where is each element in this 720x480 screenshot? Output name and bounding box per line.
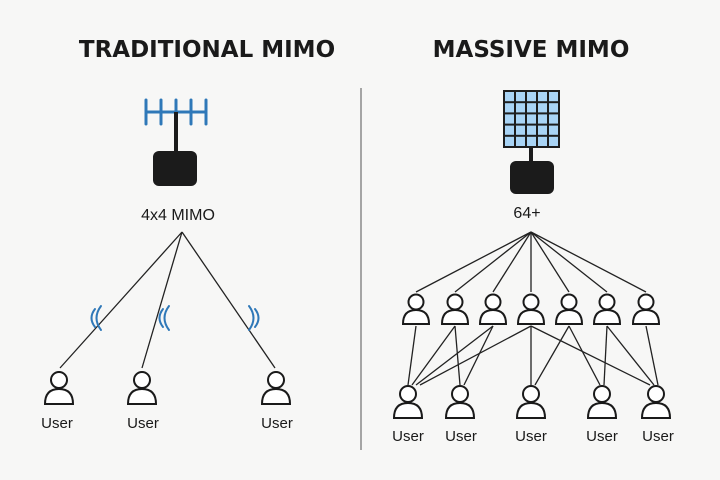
- user-icon: [260, 371, 292, 405]
- user-label: User: [127, 415, 159, 432]
- user-label: User: [445, 428, 477, 445]
- traditional-antenna-label: 4x4 MIMO: [141, 207, 215, 224]
- user-label: User: [261, 415, 293, 432]
- user-label: User: [642, 428, 674, 445]
- antenna-element: [527, 92, 536, 102]
- antenna-element: [505, 114, 514, 124]
- traditional-links: [59, 231, 276, 369]
- antenna-element: [538, 125, 547, 135]
- antenna-element: [527, 103, 536, 113]
- antenna-element: [516, 136, 525, 146]
- user-label: User: [586, 428, 618, 445]
- user-icon: [440, 293, 470, 325]
- signal-wave-icon: [248, 305, 260, 331]
- antenna-element: [516, 103, 525, 113]
- user-icon: [592, 293, 622, 325]
- antenna-element: [549, 136, 558, 146]
- antenna-element: [516, 114, 525, 124]
- antenna-element: [538, 136, 547, 146]
- antenna-element: [527, 136, 536, 146]
- user-icon: [516, 293, 546, 325]
- massive-mimo-title: MASSIVE MIMO: [433, 37, 630, 63]
- massive-base-station-icon: [510, 161, 554, 194]
- user-icon: [640, 385, 672, 419]
- antenna-element: [527, 125, 536, 135]
- antenna-element: [505, 136, 514, 146]
- user-icon: [631, 293, 661, 325]
- antenna-element: [538, 103, 547, 113]
- antenna-element: [505, 125, 514, 135]
- antenna-element: [549, 92, 558, 102]
- antenna-element: [505, 103, 514, 113]
- user-icon: [554, 293, 584, 325]
- traditional-mimo-title: TRADITIONAL MIMO: [79, 37, 335, 63]
- user-label: User: [515, 428, 547, 445]
- signal-wave-icon: [90, 305, 102, 331]
- massive-antenna-panel-icon: [503, 90, 560, 148]
- massive-hub-links: [415, 231, 647, 293]
- antenna-element: [516, 125, 525, 135]
- user-label: User: [41, 415, 73, 432]
- user-icon: [515, 385, 547, 419]
- antenna-element: [527, 114, 536, 124]
- signal-wave-icon: [158, 305, 170, 331]
- antenna-element: [549, 125, 558, 135]
- user-icon: [126, 371, 158, 405]
- antenna-element: [549, 103, 558, 113]
- user-icon: [478, 293, 508, 325]
- user-icon: [586, 385, 618, 419]
- user-icon: [43, 371, 75, 405]
- user-label: User: [392, 428, 424, 445]
- user-icon: [444, 385, 476, 419]
- user-icon: [401, 293, 431, 325]
- massive-antenna-label: 64+: [513, 205, 540, 222]
- antenna-element: [505, 92, 514, 102]
- antenna-element: [538, 114, 547, 124]
- antenna-element: [516, 92, 525, 102]
- antenna-element: [549, 114, 558, 124]
- traditional-antenna-icon: [144, 98, 208, 152]
- antenna-element: [538, 92, 547, 102]
- user-icon: [392, 385, 424, 419]
- traditional-base-station-icon: [153, 151, 197, 186]
- massive-user-links: [407, 325, 659, 386]
